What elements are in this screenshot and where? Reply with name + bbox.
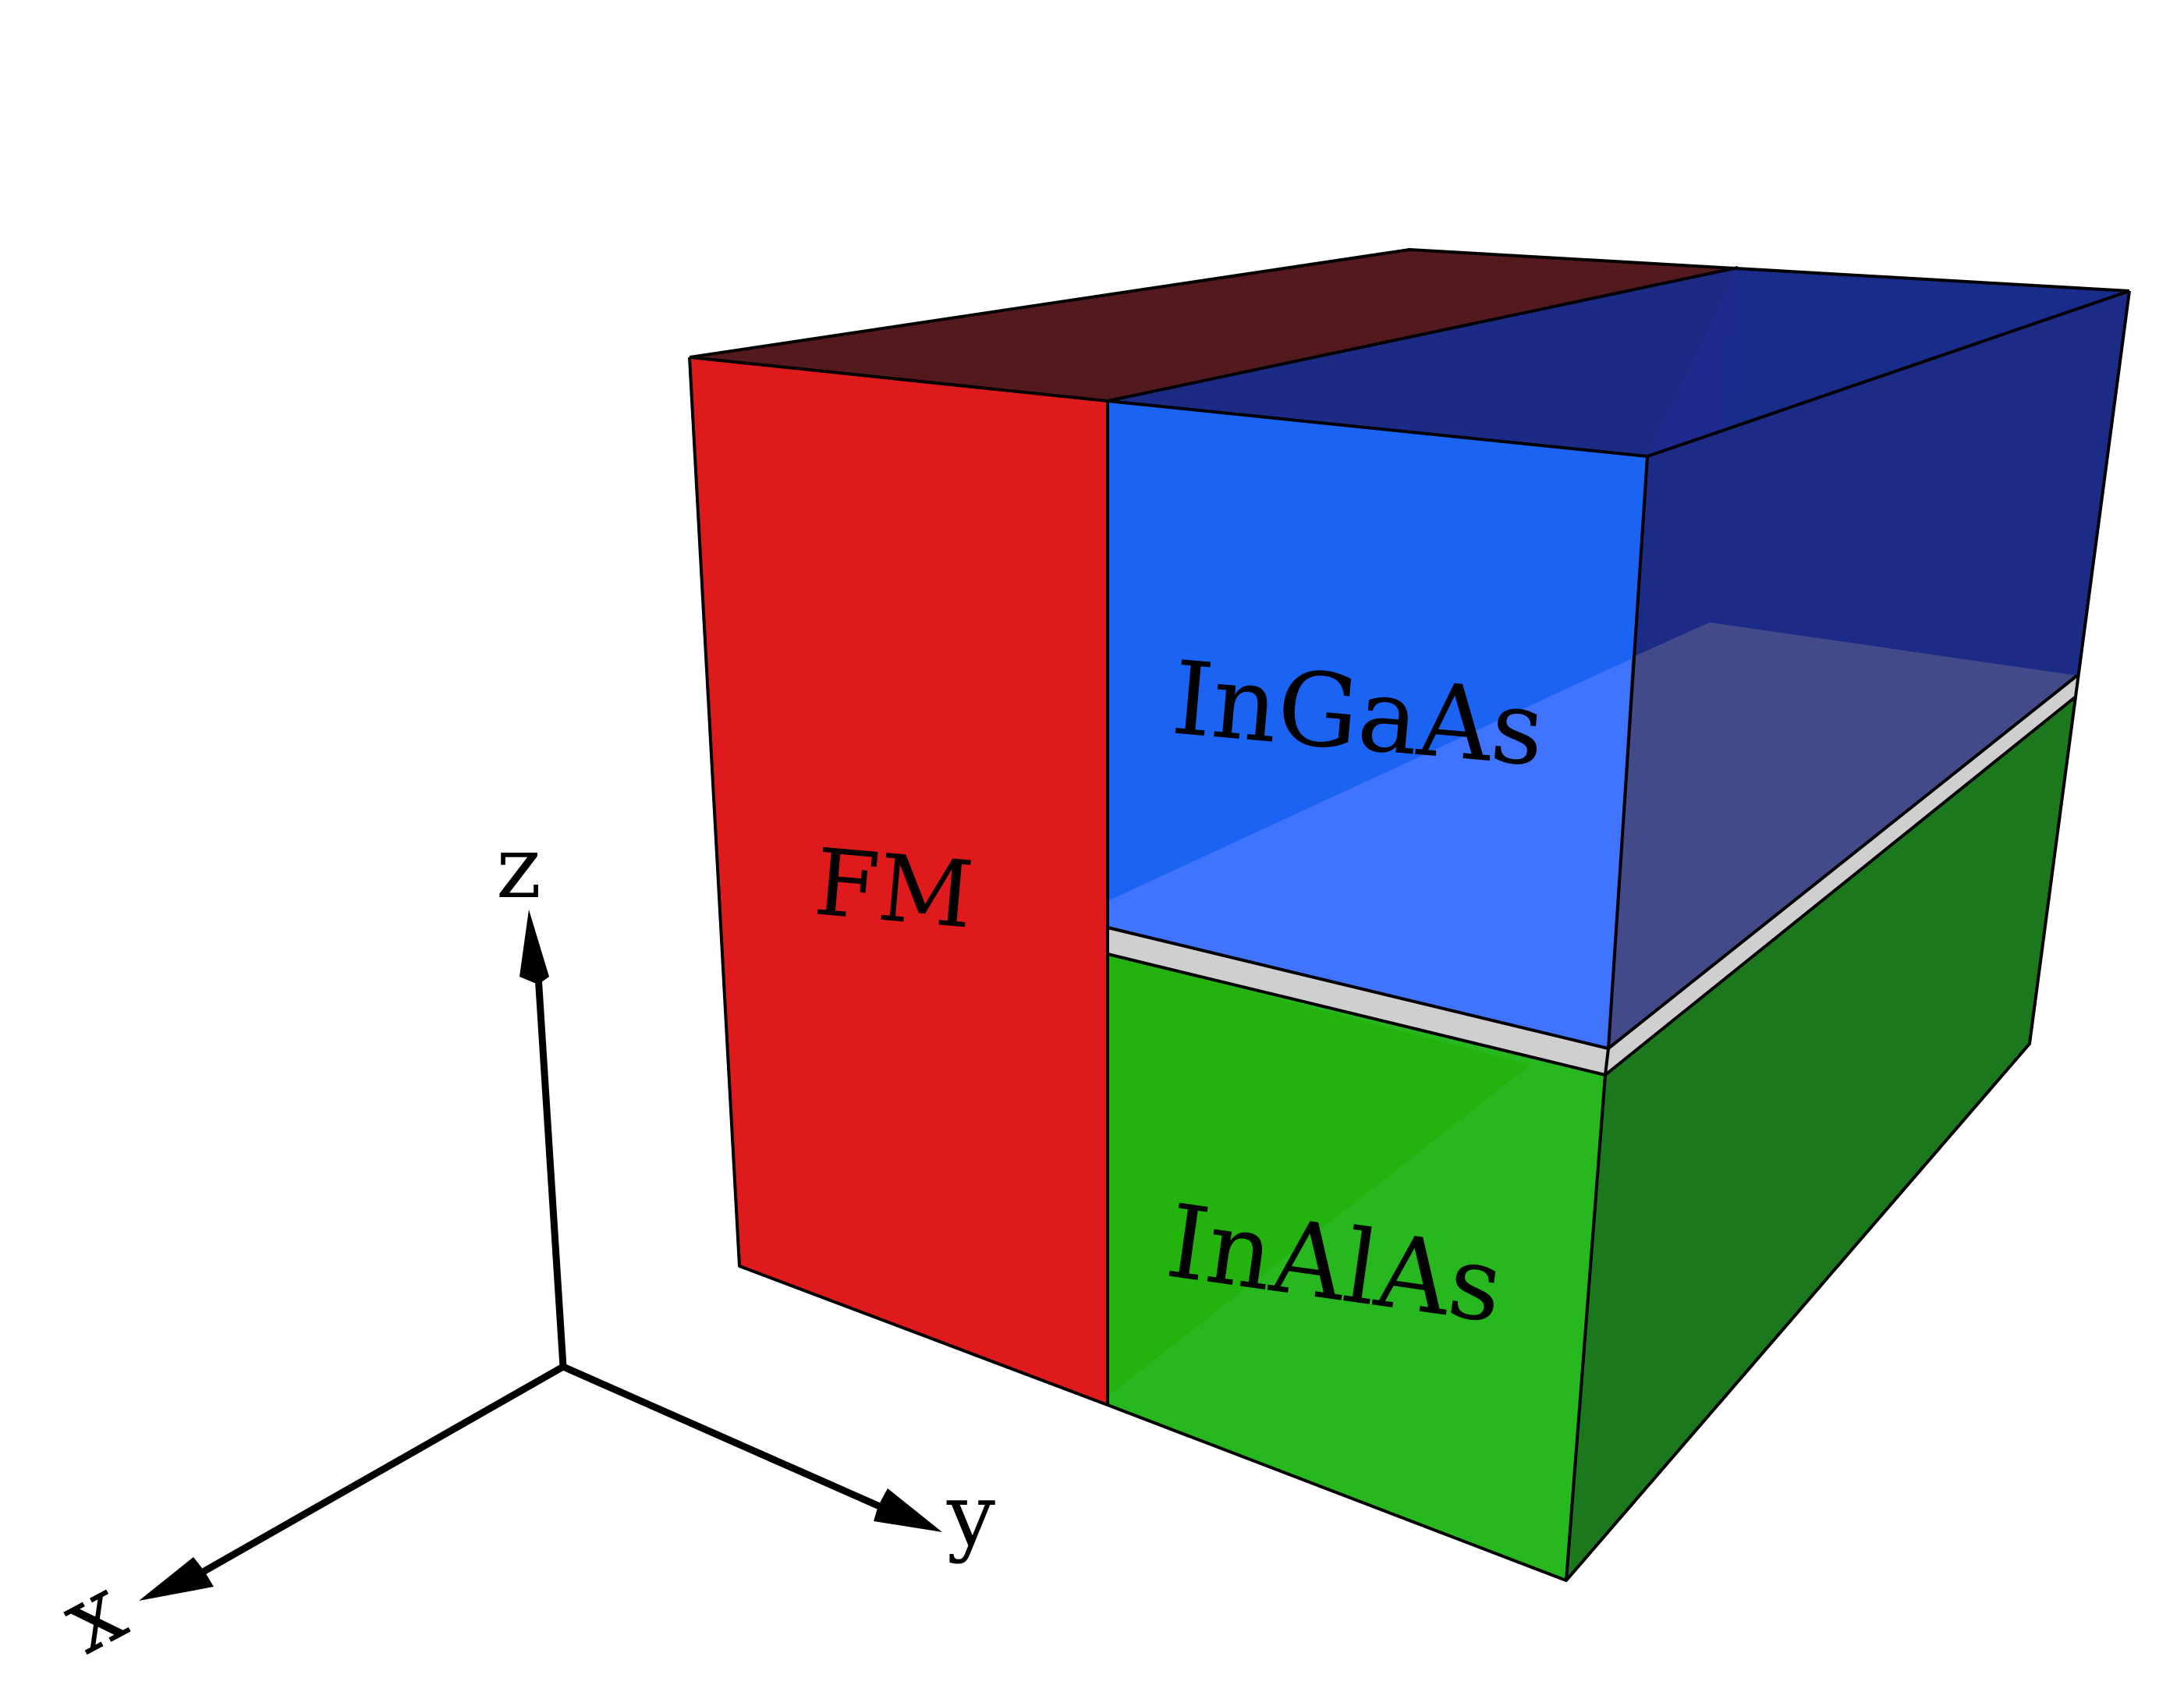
ingaas-right-face-upper xyxy=(1632,291,2129,676)
fm-label: FM xyxy=(810,828,977,949)
fm-front-face xyxy=(690,357,1108,1405)
ingaas-floor-right xyxy=(1608,623,2077,1048)
x-axis-label: x xyxy=(45,1555,143,1676)
coordinate-axes xyxy=(139,910,942,1601)
y-axis-line xyxy=(559,1363,885,1511)
inalas-right-face xyxy=(1566,697,2075,1580)
block-edges xyxy=(688,248,2131,1582)
y-axis-arrowhead xyxy=(874,1488,942,1532)
z-axis-arrowhead xyxy=(519,910,549,984)
x-axis-line xyxy=(200,1363,567,1575)
fm-top-face xyxy=(690,250,1738,401)
z-axis-label: z xyxy=(496,818,541,917)
inalas-front-shade xyxy=(1108,954,1530,1396)
barrier-right-face xyxy=(1605,676,2077,1075)
y-axis-label: y xyxy=(946,1465,995,1565)
x-axis-arrowhead xyxy=(139,1557,214,1601)
z-axis-line xyxy=(534,971,567,1371)
ingaas-floor-highlight xyxy=(1108,623,1710,1048)
barrier-front-face xyxy=(1108,928,1608,1075)
